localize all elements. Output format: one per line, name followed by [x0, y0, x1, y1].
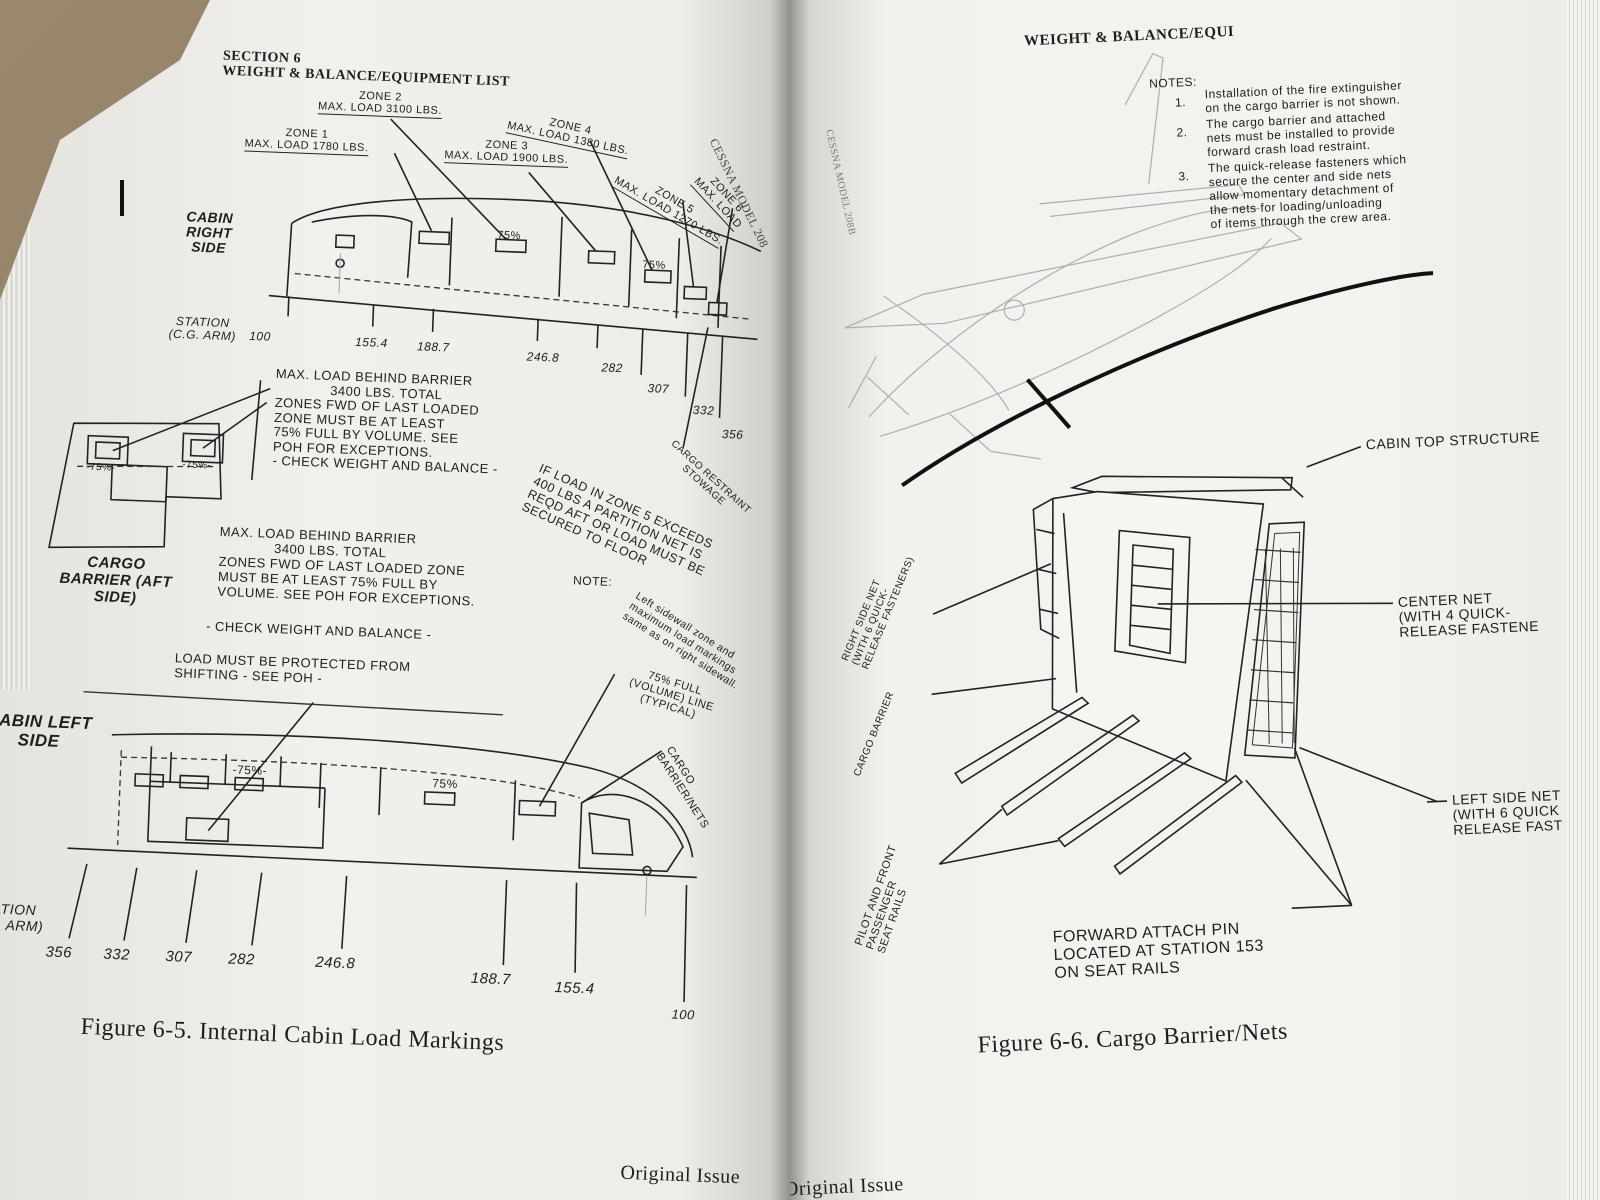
cargo-barrier-aft-diagram [48, 380, 271, 549]
zone-4-placard [643, 269, 672, 284]
right-page-content: WEIGHT & BALANCE/EQUI CESSNA MODEL 208B … [790, 0, 1600, 1200]
left-side-main-placard [185, 816, 230, 843]
zone-3-placard [587, 249, 616, 265]
center-net [1114, 529, 1191, 664]
right-page: WEIGHT & BALANCE/EQUI CESSNA MODEL 208B … [790, 0, 1600, 1200]
left-station-356: 356 [45, 943, 73, 962]
left-station-282: 282 [228, 950, 256, 969]
cabin-top-leader [1306, 445, 1362, 468]
left-station-332: 332 [103, 945, 131, 964]
thumb-tab-mark [120, 180, 124, 216]
left-station-label: STATION (C.G. ARM) [0, 899, 44, 935]
callout-center-net: CENTER NET (WITH 4 QUICK- RELEASE FASTEN… [1397, 589, 1540, 641]
callout-left-side-net: LEFT SIDE NET (WITH 6 QUICK RELEASE FAST [1451, 786, 1564, 838]
zone-5-placard [683, 285, 708, 301]
left-side-pct-mark-2: 75% [431, 776, 459, 792]
cabin-left-side-diagram [67, 673, 697, 1003]
left-page-footer: Original Issue [620, 1161, 741, 1189]
left-page-content: SECTION 6 WEIGHT & BALANCE/EQUIPMENT LIS… [0, 0, 789, 1200]
book-gutter-shadow [770, 0, 810, 1200]
right-page-edge-stack [1566, 0, 1600, 1200]
left-page: SECTION 6 WEIGHT & BALANCE/EQUIPMENT LIS… [0, 0, 790, 1200]
left-station-155-4: 155.4 [554, 979, 595, 998]
barrier-placard-right [181, 432, 225, 464]
cabin-right-side-diagram [268, 118, 762, 447]
left-side-net [1243, 521, 1306, 759]
barrier-panel [1051, 490, 1265, 783]
barrier-placard-left [86, 434, 130, 467]
right-side-door-outline [334, 234, 356, 294]
zone-1-placard [418, 230, 451, 246]
figure-6-6-caption: Figure 6-6. Cargo Barrier/Nets [977, 1018, 1289, 1059]
figure-6-5-caption: Figure 6-5. Internal Cabin Load Markings [80, 1013, 505, 1057]
callout-forward-attach-pin: FORWARD ATTACH PIN LOCATED AT STATION 15… [1052, 920, 1265, 982]
left-station-188-7: 188.7 [470, 969, 512, 989]
left-side-pct-mark-1: -75%- [232, 762, 268, 778]
cargo-barrier-nets-diagram [931, 445, 1448, 909]
seat-rails [954, 696, 1244, 876]
zone-2-placard [494, 238, 527, 254]
left-station-307: 307 [165, 948, 193, 967]
zone-6-placard [707, 301, 728, 316]
left-station-246-8: 246.8 [314, 953, 356, 973]
left-station-100: 100 [671, 1006, 696, 1023]
aircraft-outline-drawing [844, 52, 1434, 488]
